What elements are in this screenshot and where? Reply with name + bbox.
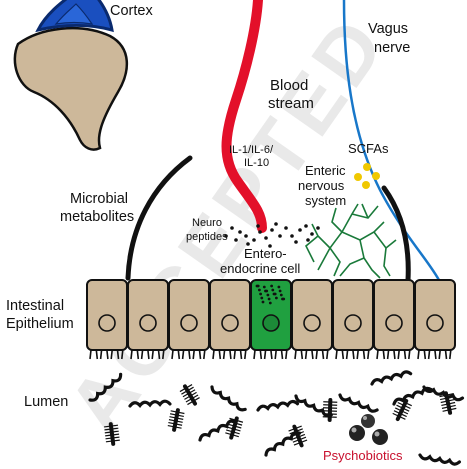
epithelium-label-line2: Epithelium — [6, 316, 74, 332]
neuropeptide-dot — [316, 226, 320, 230]
microbe-spiky — [104, 422, 120, 446]
enteroendocrine-cell — [250, 279, 292, 360]
neuropeptide-dot — [252, 238, 256, 242]
microbe-squiggle — [418, 453, 461, 466]
cytokine-label-line2: IL-10 — [244, 157, 269, 169]
psychobiotics-label: Psychobiotics — [323, 448, 403, 463]
microbe-squiggle — [264, 431, 302, 457]
epithelial-cell — [209, 279, 251, 360]
epithelial-cell — [332, 279, 374, 360]
microbe-squiggle — [88, 372, 123, 402]
epithelial-cell — [168, 279, 210, 360]
neuropeptide-dot — [270, 228, 274, 232]
neuropeptide-dot — [298, 228, 302, 232]
scfas-label: SCFAs — [348, 141, 389, 156]
neuropeptide-dot — [294, 240, 298, 244]
neuropeptides-label-line2: peptides — [186, 231, 228, 243]
brain-shape — [13, 26, 129, 151]
microbe-spiky — [179, 384, 200, 406]
microbe-squiggle — [210, 385, 247, 412]
neuropeptide-dot — [264, 236, 268, 240]
vagus-label-line2: nerve — [374, 40, 410, 56]
microbe-squiggle — [256, 399, 300, 412]
microbe-squiggle — [422, 385, 465, 402]
neuropeptide-dot — [258, 230, 262, 234]
microbe-squiggle — [198, 419, 238, 442]
neuropeptide-dot — [238, 230, 242, 234]
vagus-label-line1: Vagus — [368, 21, 408, 37]
scfa-molecules — [354, 163, 380, 189]
microbial-label-line1: Microbial — [70, 191, 128, 207]
microbe-squiggle — [338, 393, 379, 413]
microbe-spiky — [322, 398, 338, 422]
scfa-dot — [362, 181, 370, 189]
cortex-label: Cortex — [110, 3, 153, 19]
enteric-label-line2: nervous — [298, 178, 345, 193]
psychobiotic-sphere — [361, 414, 375, 428]
neuropeptide-dot — [268, 244, 272, 248]
epithelial-cell — [414, 279, 456, 360]
neuropeptide-dot — [290, 234, 294, 238]
neuropeptide-dot — [246, 242, 250, 246]
blood-label-line1: Blood — [270, 77, 308, 94]
microbe-spiky — [225, 416, 244, 440]
blood-label-line2: stream — [268, 95, 314, 112]
scfa-arrow-curve — [381, 185, 411, 283]
cortex-inner — [54, 3, 94, 25]
microbe-spiky — [167, 408, 185, 432]
intestinal-epithelium — [86, 279, 456, 360]
neuropeptide-dot — [244, 234, 248, 238]
enteric-label-line3: system — [305, 193, 346, 208]
microbial-label-line2: metabolites — [60, 209, 134, 225]
scfa-dot — [372, 172, 380, 180]
neuropeptide-dot — [274, 222, 278, 226]
brain — [13, 0, 129, 151]
microbe-spiky — [392, 398, 412, 422]
microbe-squiggle — [370, 370, 413, 386]
epithelial-cell — [86, 279, 128, 360]
microbe-spiky — [439, 391, 457, 415]
neuropeptides-label-line1: Neuro — [192, 217, 222, 229]
cytokine-label-line1: IL-1/IL-6/ — [229, 144, 274, 156]
microbial-arrow-curve — [125, 155, 193, 281]
epithelial-cell — [291, 279, 333, 360]
epithelium-label-line1: Intestinal — [6, 298, 64, 314]
lumen-label: Lumen — [24, 394, 68, 410]
neuropeptide-dot — [278, 234, 282, 238]
psychobiotic-sphere — [372, 429, 388, 445]
enteroendocrine-label-line1: Entero- — [244, 246, 287, 261]
psychobiotics-spheres — [349, 414, 388, 445]
microbe-spiky — [288, 424, 308, 448]
neuropeptide-dot — [234, 238, 238, 242]
blood-stream — [221, 0, 267, 233]
psychobiotic-sphere — [349, 425, 365, 441]
enteric-label-line1: Enteric — [305, 163, 346, 178]
microbe-squiggle — [128, 399, 172, 408]
lumen-microbes — [88, 370, 465, 466]
scfa-dot — [363, 163, 371, 171]
epithelial-cell — [373, 279, 415, 360]
epithelial-cell — [127, 279, 169, 360]
neuropeptide-dot — [256, 224, 260, 228]
enteric-network — [305, 203, 397, 279]
scfa-dot — [354, 173, 362, 181]
neuropeptide-dot — [284, 226, 288, 230]
neuropeptide-dot — [310, 232, 314, 236]
neuropeptide-dot — [224, 234, 228, 238]
neuropeptide-dot — [230, 226, 234, 230]
neuropeptide-dot — [304, 224, 308, 228]
enteroendocrine-label-line2: endocrine cell — [220, 261, 300, 276]
neuropeptide-dot — [306, 238, 310, 242]
neuropeptide-dots — [224, 222, 320, 248]
